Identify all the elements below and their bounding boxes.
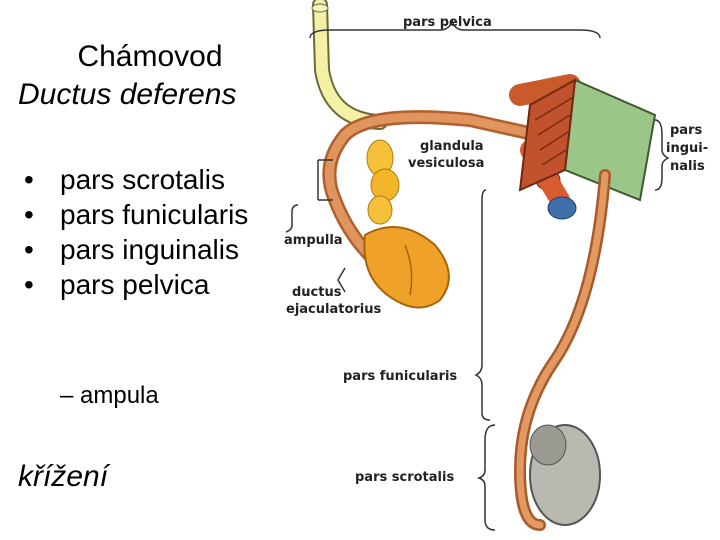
bracket-pars-pelvica — [309, 19, 601, 39]
bullet-item: •pars pelvica — [24, 269, 210, 300]
slide-title: Chámovod Ductus deferens — [0, 38, 300, 114]
title-line-1: Chámovod — [77, 40, 223, 73]
bracket-pars-inguinalis — [654, 119, 670, 191]
label-glandula-2: vesiculosa — [408, 156, 484, 171]
label-pars-funicularis: pars funicularis — [343, 369, 457, 384]
label-ampulla: ampulla — [284, 233, 343, 248]
bracket-glandula — [317, 159, 333, 201]
bullet-list: •pars scrotalis •pars funicularis •pars … — [20, 162, 290, 302]
seminal-vesicle — [366, 139, 400, 225]
bullet-item: •pars scrotalis — [24, 164, 225, 195]
bracket-pars-scrotalis — [476, 424, 496, 531]
bullet-item: •pars inguinalis — [24, 234, 239, 265]
prostate — [363, 226, 450, 309]
label-pars-scrotalis: pars scrotalis — [355, 470, 454, 485]
label-pars-ingui-1: pars — [670, 123, 702, 138]
label-ductus-1: ductus — [292, 285, 342, 300]
bracket-pars-funicularis — [474, 189, 491, 421]
label-pars-ingui-3: nalis — [670, 159, 705, 174]
title-line-2: Ductus deferens — [18, 78, 237, 111]
label-ductus-2: ejaculatorius — [286, 302, 382, 317]
bracket-ampulla — [285, 204, 299, 233]
sub-bullet: – ampula — [60, 382, 159, 409]
label-glandula-1: glandula — [420, 139, 484, 154]
footer-text: křížení — [18, 460, 109, 493]
label-pars-pelvica: pars pelvica — [403, 15, 492, 30]
bullet-item: •pars funicularis — [24, 199, 249, 230]
label-pars-ingui-2: ingui- — [666, 141, 708, 156]
